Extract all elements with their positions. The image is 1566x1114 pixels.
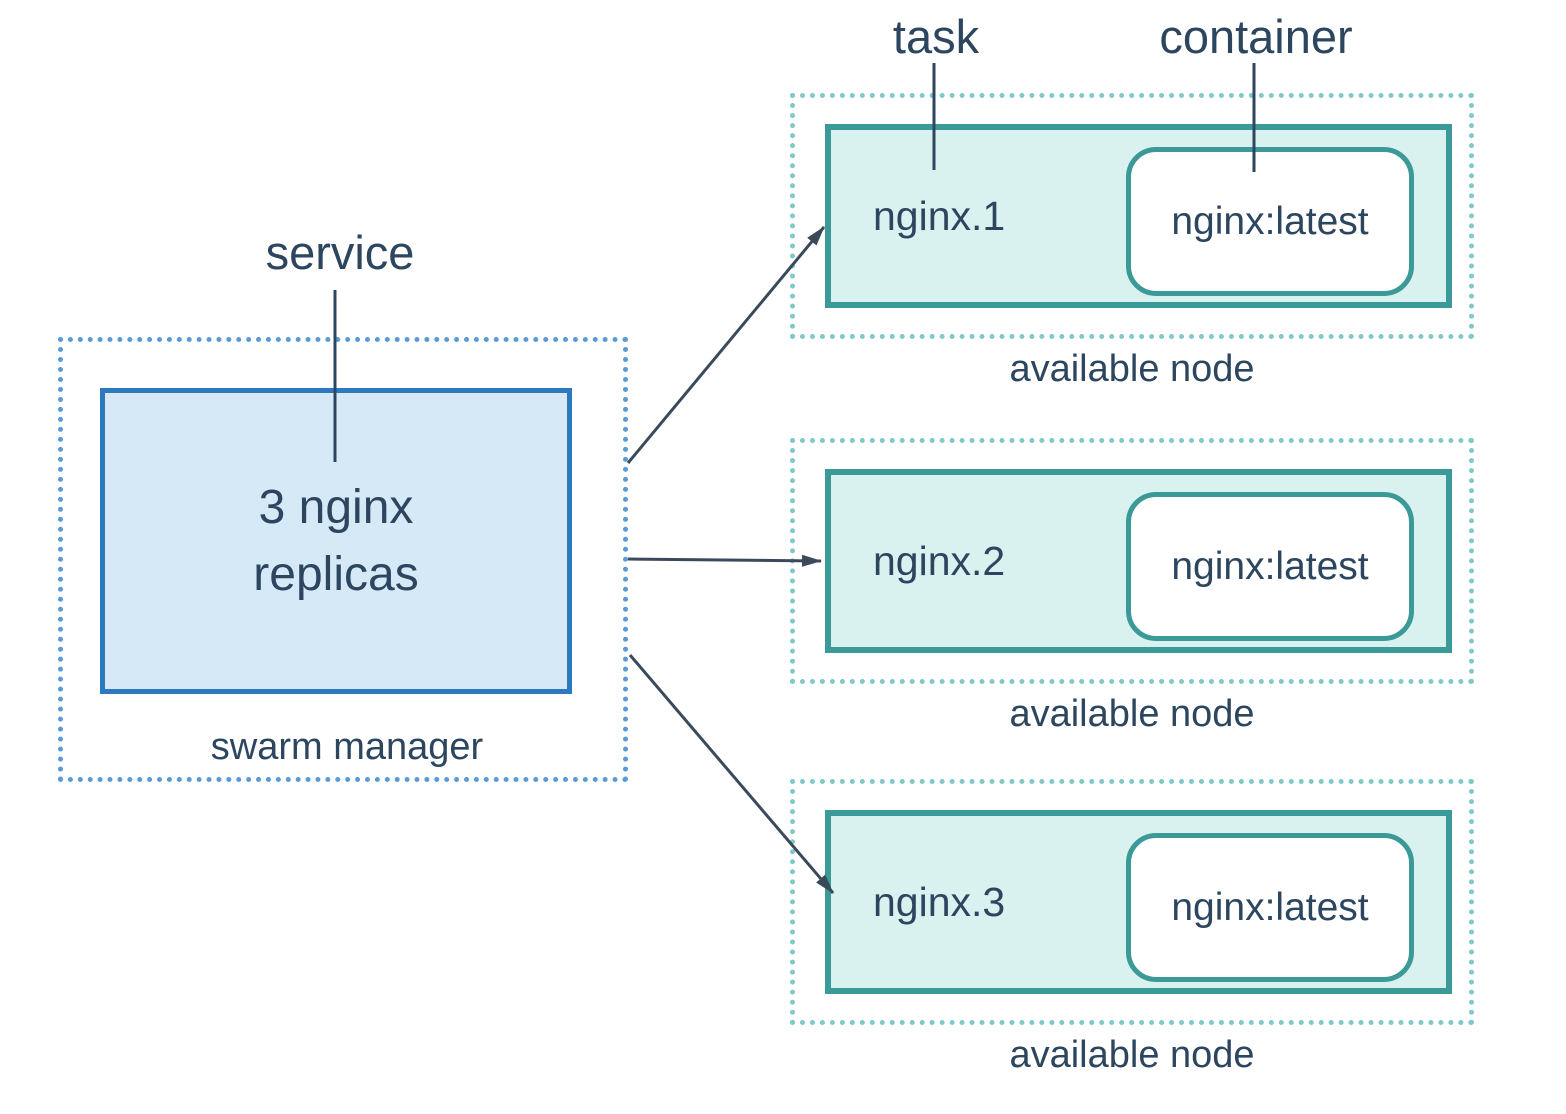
node-3-boundary — [790, 779, 1474, 1025]
task-annotation-label: task — [892, 10, 980, 63]
node-2-caption: available node — [1009, 693, 1255, 735]
node-3-caption: available node — [1009, 1034, 1255, 1076]
node-3-task-box: nginx.3 nginx:latest — [825, 810, 1452, 994]
node-2-task-label: nginx.2 — [873, 537, 1006, 584]
node-1-boundary — [790, 93, 1474, 339]
node-3-container-box: nginx:latest — [1126, 833, 1414, 982]
node-2-container-box: nginx:latest — [1126, 492, 1414, 641]
node-1-container-box: nginx:latest — [1126, 147, 1414, 296]
service-replicas-line-2: replicas — [253, 548, 419, 601]
container-annotation-label: container — [1159, 10, 1353, 63]
service-replicas-box: 3 nginx replicas — [100, 388, 572, 694]
node-2-container-label: nginx:latest — [1171, 544, 1369, 588]
node-1-caption: available node — [1009, 348, 1255, 390]
swarm-manager-caption: swarm manager — [210, 726, 484, 768]
node-3-task-label: nginx.3 — [873, 878, 1006, 925]
swarm-manager-boundary — [58, 337, 628, 782]
node-3-container-label: nginx:latest — [1171, 885, 1369, 929]
node-1-container-label: nginx:latest — [1171, 199, 1369, 243]
service-annotation-label: service — [265, 226, 415, 279]
node-1-task-label: nginx.1 — [873, 192, 1006, 239]
node-1-task-box: nginx.1 nginx:latest — [825, 124, 1452, 308]
service-replicas-line-1: 3 nginx — [258, 480, 414, 534]
node-2-task-box: nginx.2 nginx:latest — [825, 469, 1452, 653]
